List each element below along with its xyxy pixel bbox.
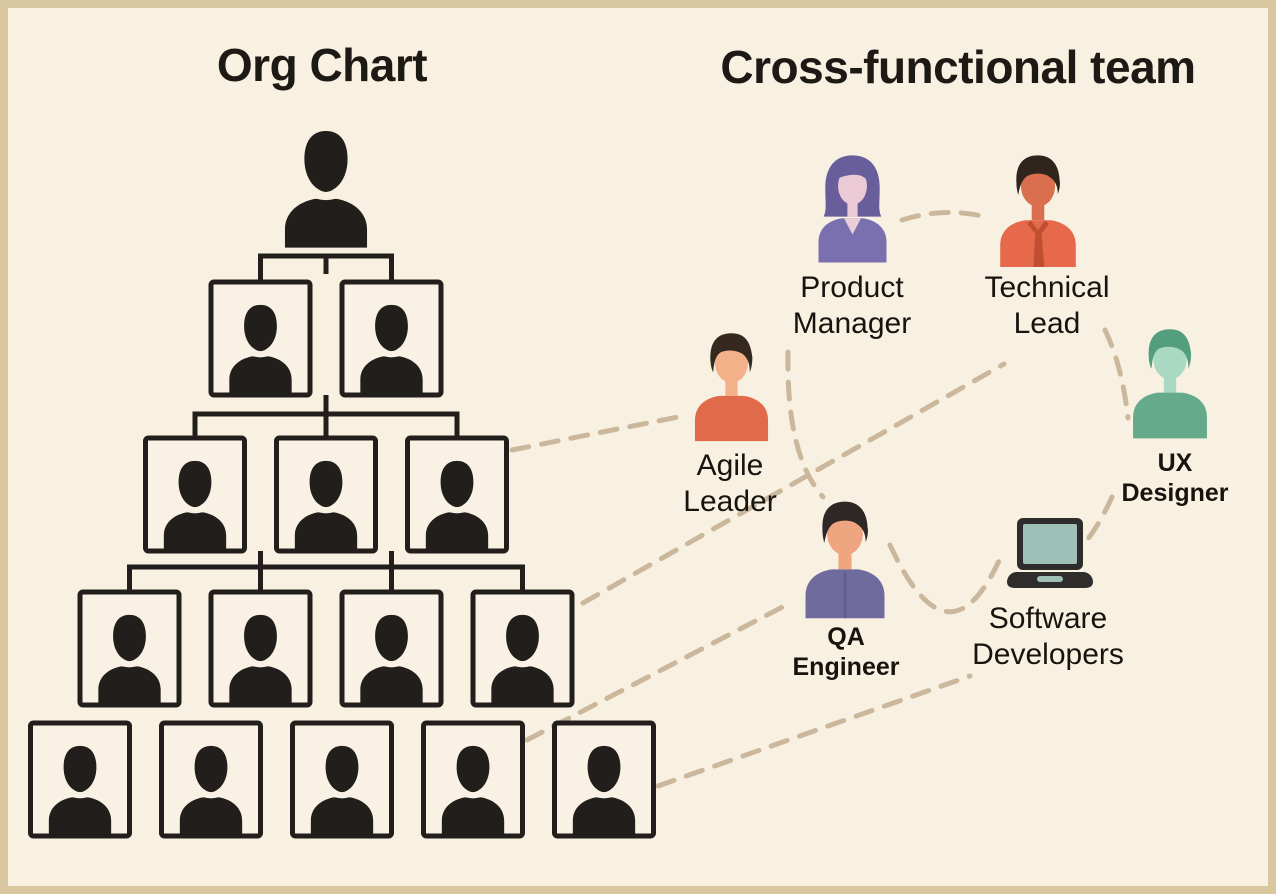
technical-lead-avatar (1000, 155, 1076, 267)
qa-engineer-hair-icon (822, 501, 868, 543)
org-chart-title: Org Chart (216, 39, 428, 91)
qa-engineer-label: QA Engineer (792, 623, 900, 681)
org-connector (192, 395, 460, 438)
laptop-screen (1023, 524, 1077, 564)
arc-technical-lead-ux-designer (1102, 327, 1131, 421)
arc-product-manager-qa-engineer (785, 349, 826, 500)
ux-designer-avatar (1133, 329, 1207, 439)
link-org-row5-to-software-developers (655, 673, 973, 789)
link-org-row4-to-technical-lead (580, 361, 1007, 606)
product-manager-label: Product Manager (792, 271, 912, 340)
qa-engineer-avatar (805, 501, 885, 619)
link-org-row3-to-agile-leader (509, 413, 686, 453)
ux-designer-face (1153, 338, 1187, 380)
ux-designer-label: UX Designer (1121, 449, 1229, 507)
agile-leader-avatar (694, 333, 769, 442)
technical-lead-label: Technical Lead (984, 271, 1110, 340)
org-chart-top-person (284, 130, 368, 248)
product-manager-avatar (818, 155, 887, 263)
technical-lead-hair-icon (1016, 155, 1060, 195)
agile-leader-face (714, 342, 749, 383)
technical-lead-face (1020, 165, 1056, 207)
link-org-row5-to-qa-engineer (524, 599, 795, 743)
org-chart (28, 130, 656, 839)
laptop-icon (1007, 518, 1093, 588)
ux-designer-body (1133, 392, 1207, 439)
dashed-links-layer (509, 210, 1131, 789)
agile-leader-label: Agile Leader (683, 449, 777, 518)
agile-leader-body (694, 395, 769, 442)
cross-functional-team-title: Cross-functional team (720, 41, 1196, 93)
arc-qa-engineer-software-developers (887, 542, 1006, 615)
product-manager-face (838, 167, 867, 205)
arc-product-manager-technical-lead (899, 210, 993, 223)
ux-designer-hair-icon (1148, 329, 1192, 369)
qa-engineer-face (827, 511, 863, 556)
technical-lead-tie (1027, 220, 1049, 267)
agile-leader-hair-icon (710, 333, 753, 373)
product-manager-body (818, 218, 887, 263)
arc-ux-designer-software-developers (1077, 494, 1115, 551)
org-connector (258, 253, 394, 282)
org-connector (127, 551, 525, 592)
software-developers-label: Software Developers (972, 602, 1124, 671)
